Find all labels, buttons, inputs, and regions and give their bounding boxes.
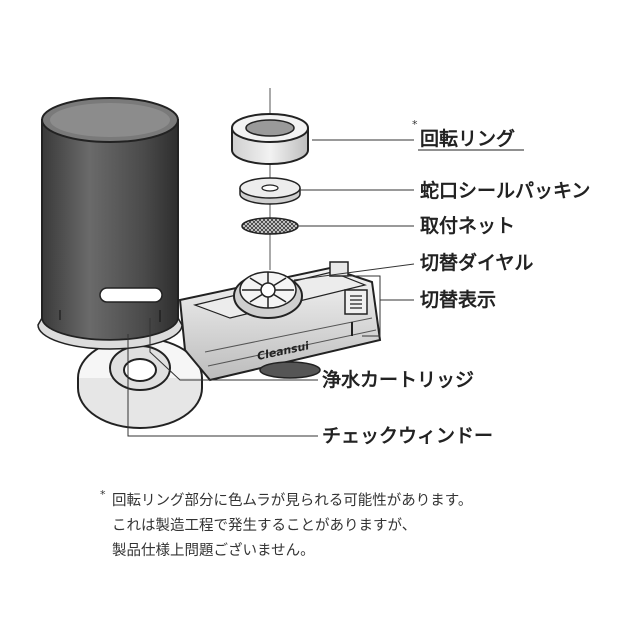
label-rotation-ring: 回転リング: [420, 128, 516, 150]
label-check-window: チェックウィンドー: [322, 425, 494, 447]
note-line-3: 製品仕様上問題ございません。: [112, 543, 315, 559]
note-asterisk: *: [100, 488, 106, 501]
label-switch-dial: 切替ダイヤル: [420, 252, 534, 274]
switch-display-panel: [344, 289, 368, 315]
asterisk-mark: *: [412, 118, 418, 131]
seal-packing: [239, 177, 301, 205]
label-switch-display: 切替表示: [420, 289, 497, 311]
switch-dial: [233, 271, 303, 319]
label-seal-packing: 蛇口シールパッキン: [420, 180, 591, 202]
note-line-1: 回転リング部分に色ムラが見られる可能性があります。: [112, 493, 473, 509]
rotation-ring: [231, 113, 309, 165]
mounting-net: [241, 217, 299, 235]
label-cartridge: 浄水カートリッジ: [322, 369, 475, 391]
check-window-icon: [123, 358, 157, 382]
water-cartridge: [37, 97, 183, 350]
leader-lines: [127, 139, 415, 437]
cartridge-grip-slot: [99, 287, 163, 303]
label-mounting-net: 取付ネット: [420, 215, 516, 237]
outlet-base: [77, 337, 203, 429]
note-line-2: これは製造工程で発生することがありますが、: [112, 518, 417, 534]
